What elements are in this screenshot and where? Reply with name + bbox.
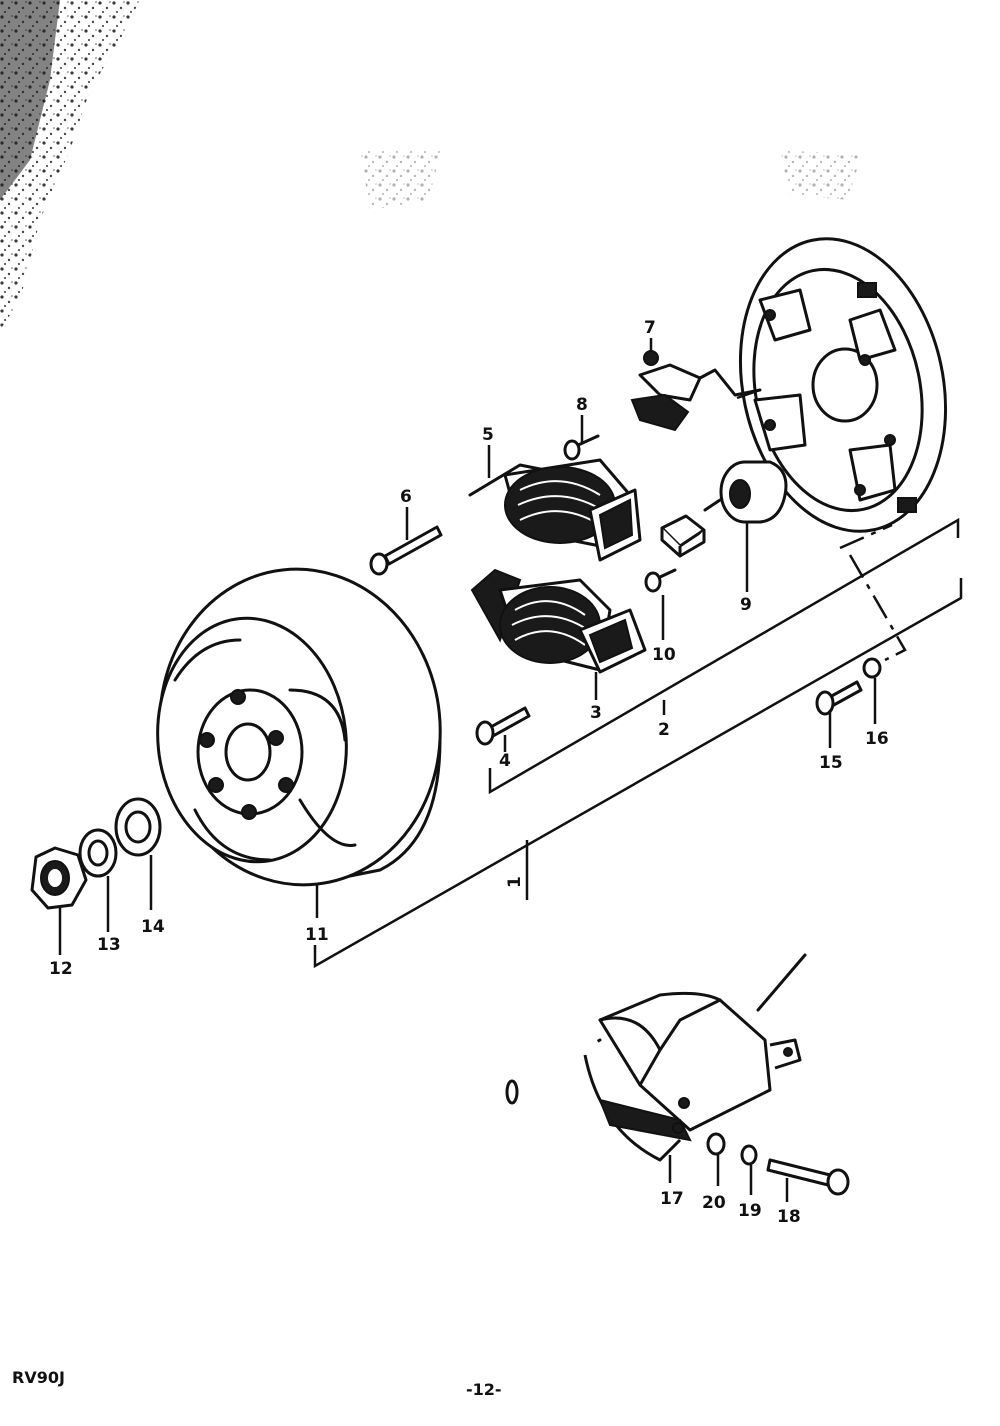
- callout-2: 2: [658, 720, 670, 740]
- callout-11: 11: [305, 925, 329, 945]
- condenser: [703, 460, 788, 524]
- stator-base-plate: [738, 237, 948, 533]
- washer-14: [114, 797, 162, 857]
- washer-16: [862, 657, 882, 679]
- lighting-coil-3: [470, 568, 647, 674]
- callout-10: 10: [652, 645, 676, 665]
- callout-labels: 1 2 3 4 5 6 7 8 9 10 11 12 13 14 15 16 1…: [49, 318, 889, 1227]
- flywheel-rotor: [156, 567, 442, 887]
- callout-20: 20: [702, 1193, 726, 1213]
- callout-5: 5: [482, 425, 494, 445]
- lock-washer-13: [78, 828, 118, 878]
- callout-17: 17: [660, 1189, 684, 1209]
- scan-noise: [0, 0, 860, 330]
- callout-13: 13: [97, 935, 121, 955]
- callout-16: 16: [865, 729, 889, 749]
- lock-washer-19: [740, 1144, 758, 1166]
- leader-lines: [58, 338, 963, 1202]
- callout-9: 9: [740, 595, 752, 615]
- callout-7: 7: [644, 318, 656, 338]
- callout-12: 12: [49, 959, 73, 979]
- screw-6: [369, 525, 443, 576]
- model-code: RV90J: [12, 1368, 65, 1387]
- bolt-18: [766, 1158, 850, 1196]
- lighting-coil-spacer: [660, 514, 706, 558]
- screw-4: [475, 706, 531, 746]
- callout-1: 1: [505, 876, 525, 888]
- ignition-coil-assembly: [505, 953, 807, 1162]
- callout-8: 8: [576, 395, 588, 415]
- ignition-coil-5: [468, 458, 642, 562]
- screw-15: [815, 680, 863, 716]
- callout-3: 3: [590, 703, 602, 723]
- screw-8: [563, 434, 600, 461]
- callout-6: 6: [400, 487, 412, 507]
- contact-breaker-point: [630, 350, 762, 432]
- callout-14: 14: [141, 917, 165, 937]
- screw-10: [644, 568, 677, 593]
- washer-20: [706, 1132, 726, 1156]
- callout-19: 19: [738, 1201, 762, 1221]
- callout-15: 15: [819, 753, 843, 773]
- page-number: -12-: [466, 1380, 502, 1399]
- nut-12: [30, 846, 88, 910]
- callout-18: 18: [777, 1207, 801, 1227]
- callout-4: 4: [499, 751, 511, 771]
